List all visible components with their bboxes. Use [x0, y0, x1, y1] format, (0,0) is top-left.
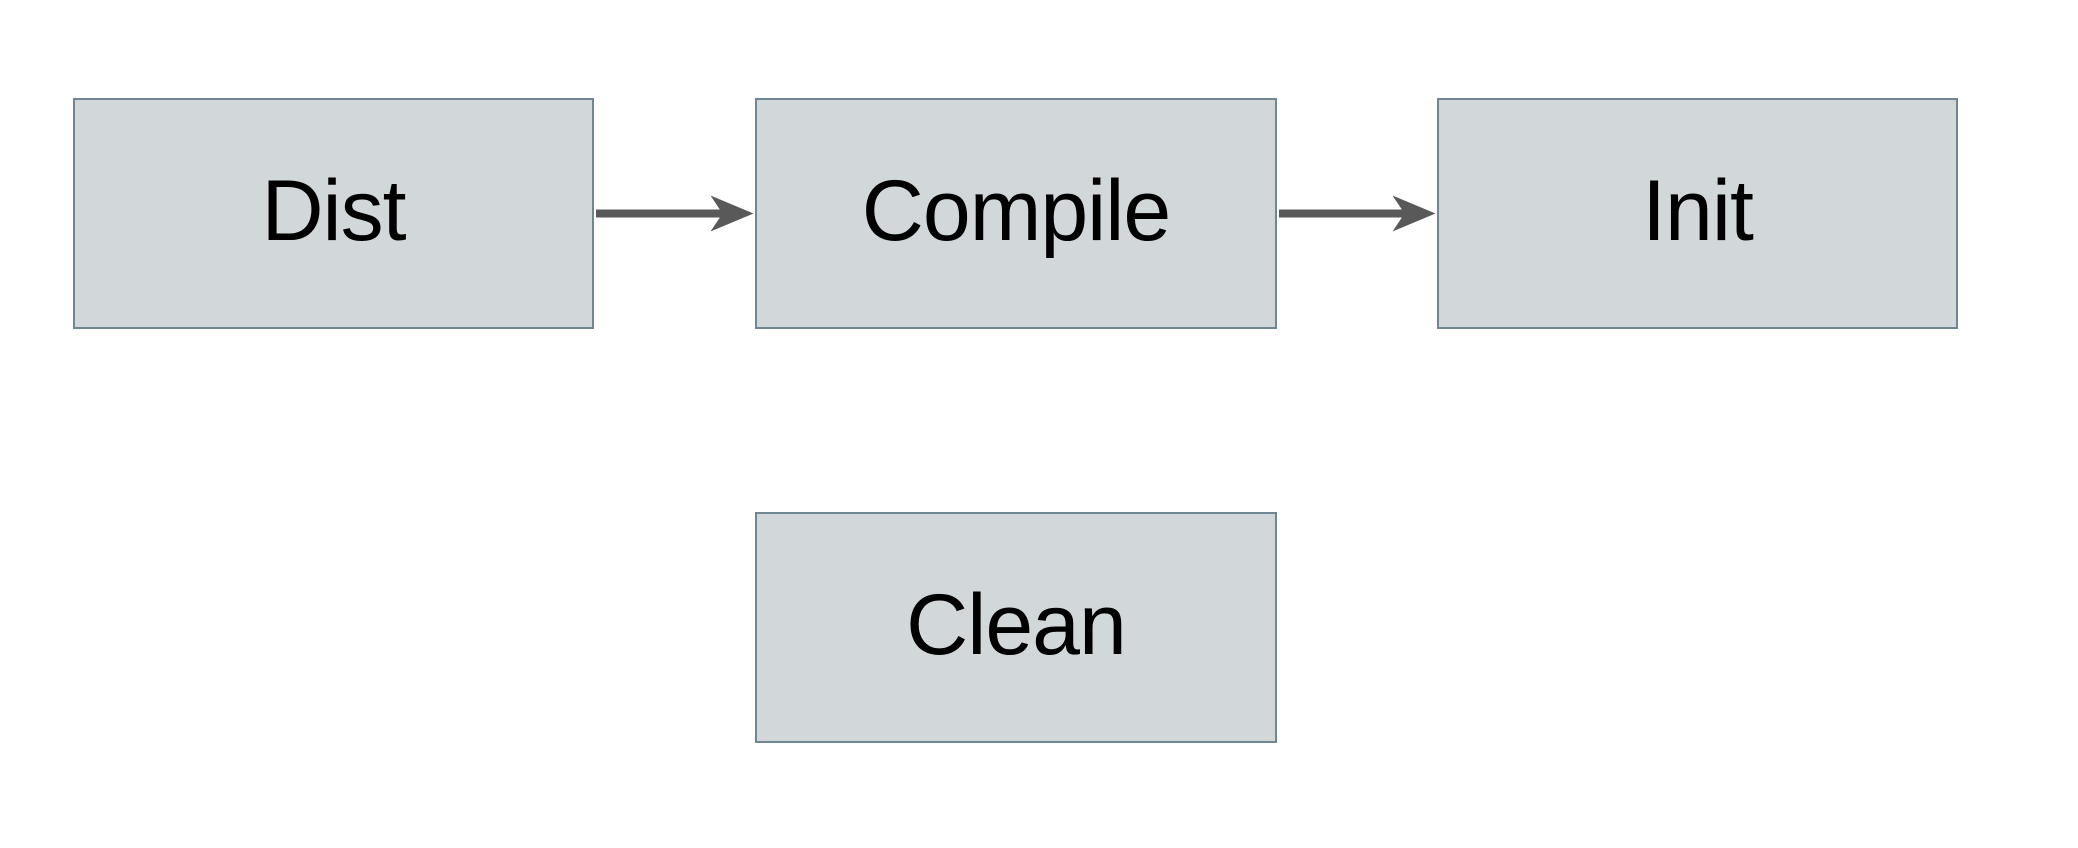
node-compile[interactable]: Compile — [755, 98, 1277, 329]
node-init[interactable]: Init — [1437, 98, 1958, 329]
arrow-compile-to-init[interactable] — [1279, 195, 1436, 232]
node-compile-label: Compile — [861, 162, 1171, 259]
arrowhead-right-icon — [710, 195, 754, 232]
node-dist[interactable]: Dist — [73, 98, 594, 329]
node-init-label: Init — [1642, 162, 1754, 259]
node-dist-label: Dist — [261, 162, 406, 259]
arrowhead-right-icon — [1392, 195, 1436, 232]
node-clean[interactable]: Clean — [755, 512, 1277, 743]
node-clean-label: Clean — [906, 576, 1127, 673]
arrow-dist-to-compile[interactable] — [596, 195, 754, 232]
